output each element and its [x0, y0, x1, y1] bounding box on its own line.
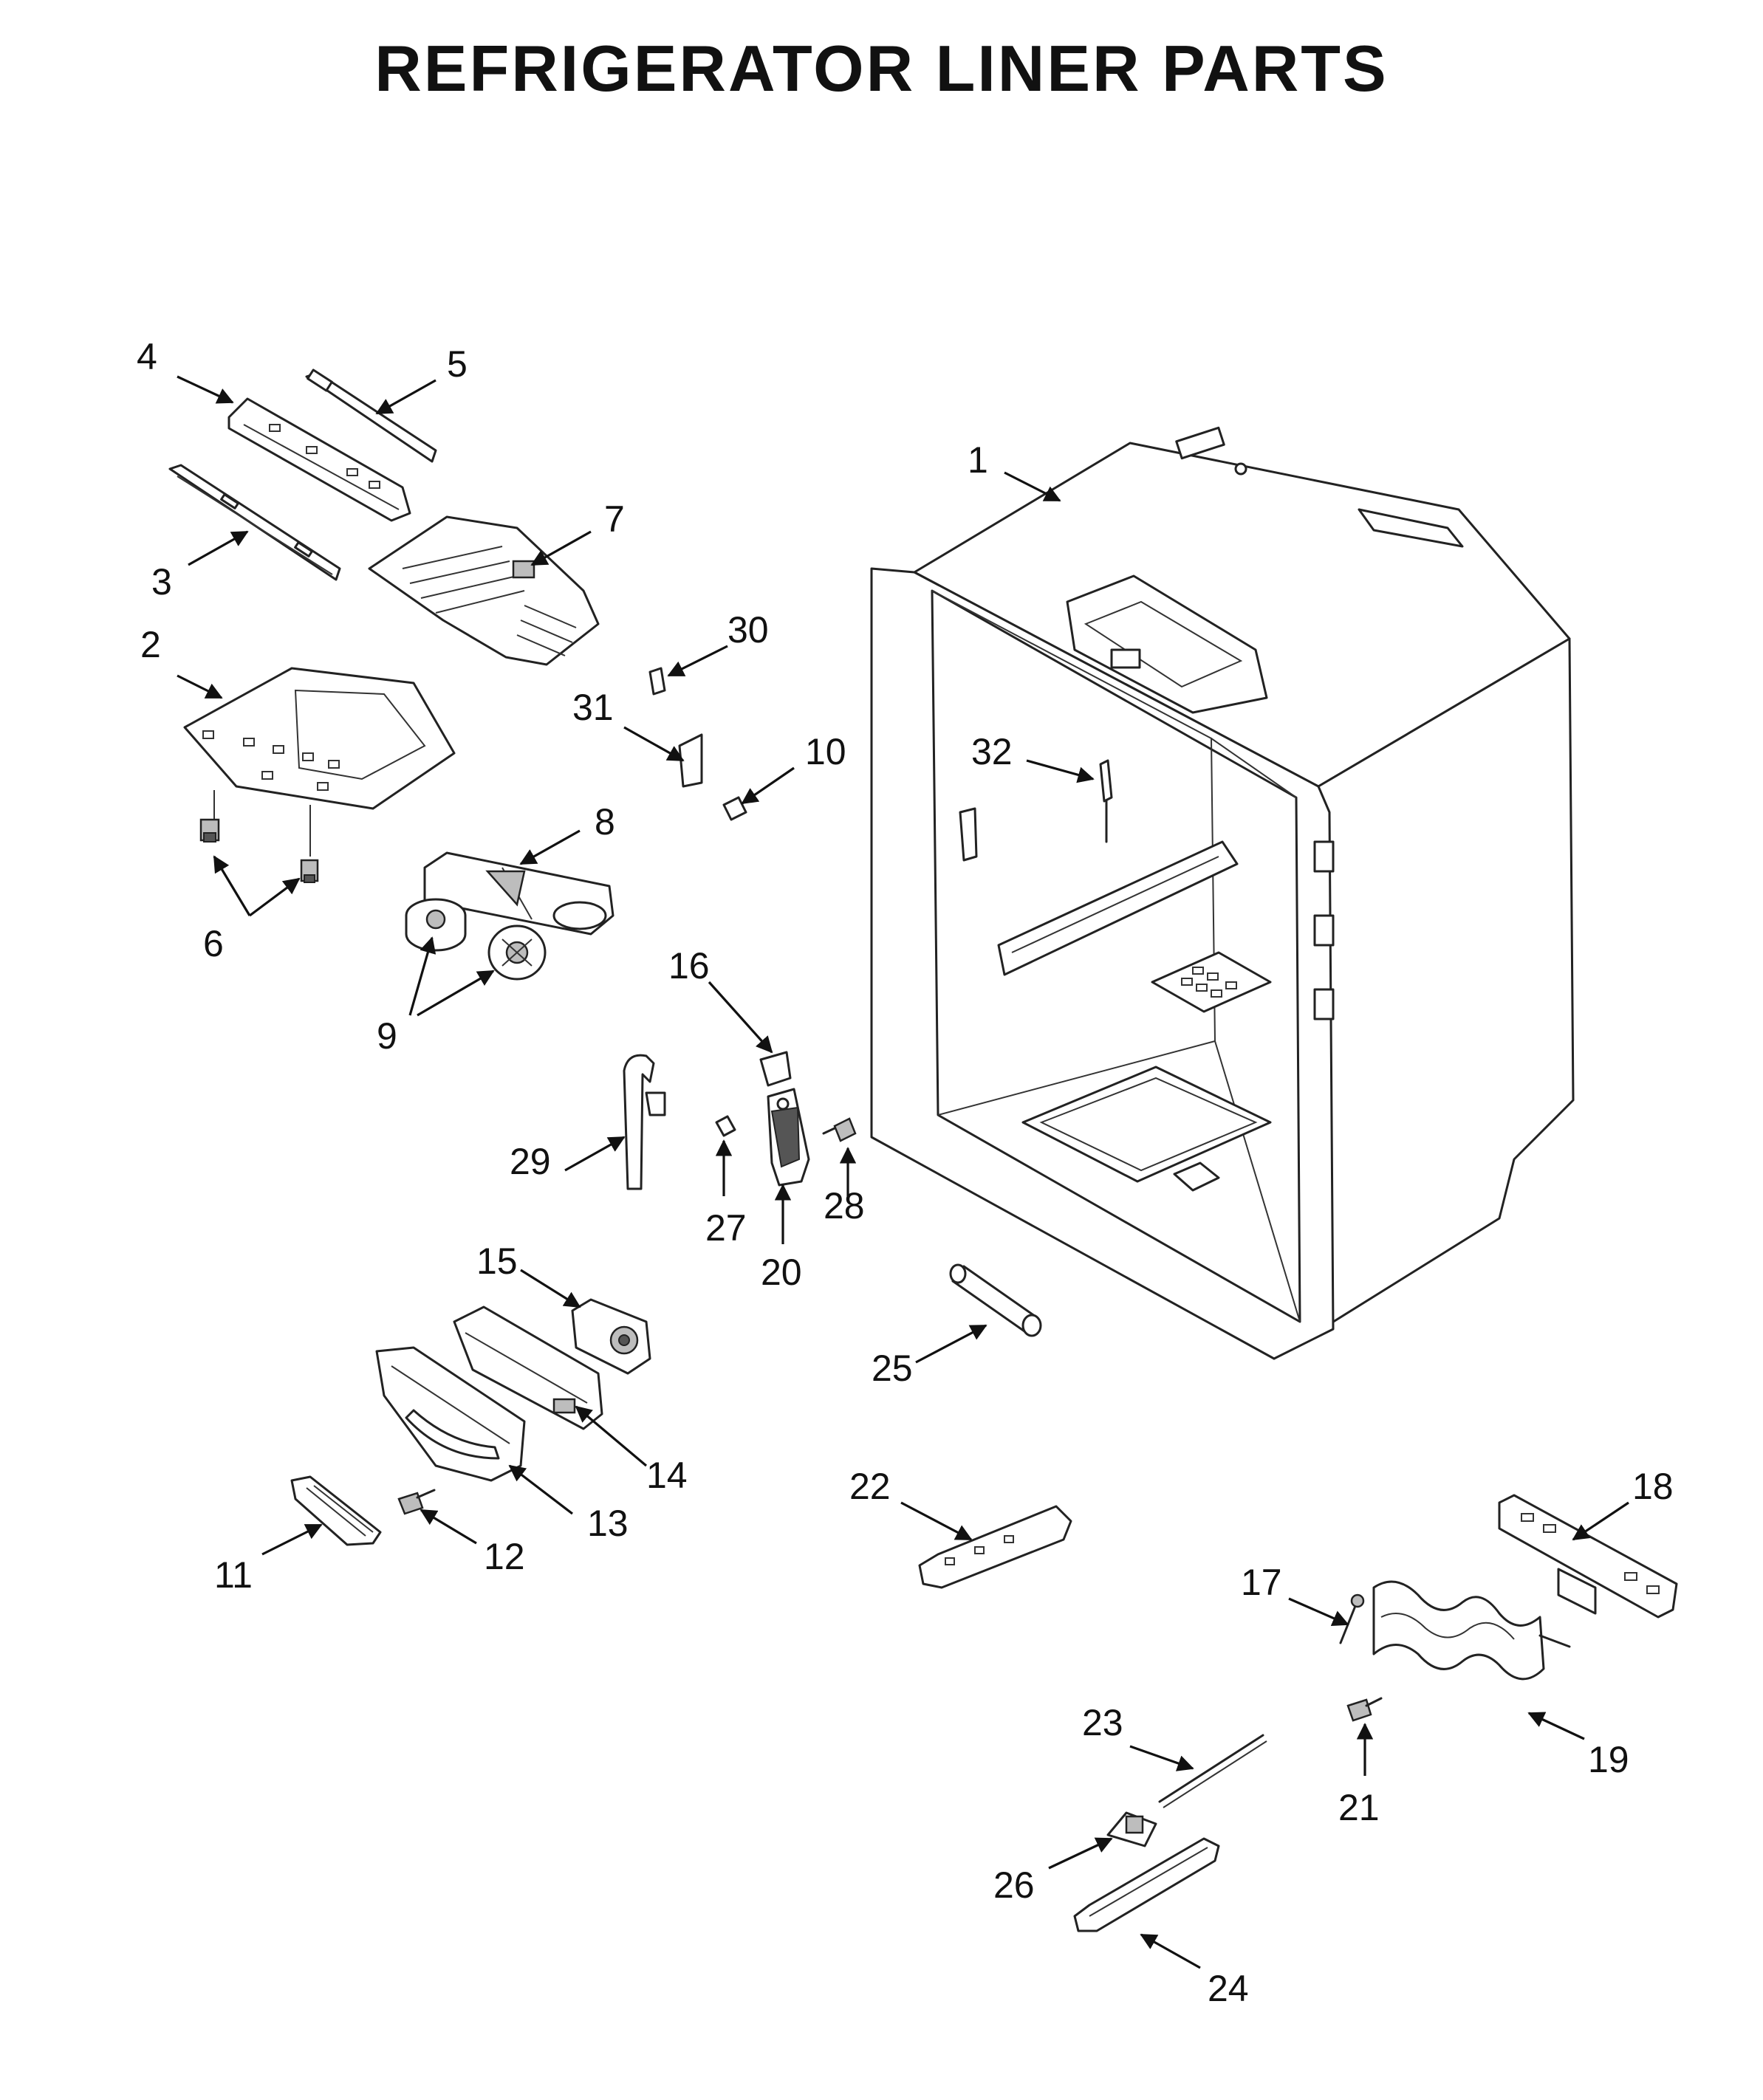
- callout-17: 17: [1241, 1562, 1282, 1603]
- callout-16: 16: [668, 945, 710, 986]
- part-16-cap[interactable]: [759, 1051, 792, 1087]
- part-7-air-duct[interactable]: [368, 515, 600, 666]
- part-2-cover[interactable]: [183, 667, 456, 857]
- part-31-bracket[interactable]: [678, 733, 703, 788]
- callout-26: 26: [993, 1864, 1035, 1906]
- part-8-damper-housing[interactable]: [423, 851, 615, 936]
- part-18-bracket[interactable]: [1498, 1494, 1678, 1619]
- leader-lines: [177, 375, 1629, 1969]
- callout-4: 4: [137, 336, 157, 377]
- callout-12: 12: [484, 1536, 525, 1577]
- page-title: REFRIGERATOR LINER PARTS: [374, 32, 1389, 105]
- callout-21: 21: [1338, 1787, 1380, 1828]
- callout-7: 7: [604, 498, 625, 540]
- callout-23: 23: [1082, 1702, 1123, 1743]
- callout-1: 1: [968, 439, 988, 481]
- callout-3: 3: [151, 561, 172, 603]
- callout-24: 24: [1208, 1968, 1249, 2009]
- callout-30: 30: [728, 609, 769, 651]
- callout-13: 13: [587, 1503, 629, 1544]
- callout-6: 6: [203, 923, 224, 964]
- callout-labels: 1 2 3 4 5 6 7 8 9 10 11 12 13 14 15 16 1…: [137, 336, 1674, 2009]
- callout-18: 18: [1632, 1466, 1674, 1507]
- part-27-clip[interactable]: [715, 1115, 736, 1137]
- part-25-tube[interactable]: [949, 1263, 1042, 1337]
- part-30-clip[interactable]: [648, 667, 666, 696]
- callout-20: 20: [761, 1252, 802, 1293]
- callout-29: 29: [510, 1141, 551, 1182]
- part-22-bracket[interactable]: [918, 1505, 1072, 1589]
- callout-2: 2: [140, 624, 161, 665]
- callout-11: 11: [214, 1554, 253, 1596]
- part-15-control-module[interactable]: [571, 1298, 651, 1375]
- part-19-coil-heater[interactable]: [1372, 1580, 1571, 1681]
- part-1-liner[interactable]: [870, 426, 1575, 1360]
- callout-10: 10: [805, 731, 846, 772]
- callout-27: 27: [705, 1207, 747, 1249]
- part-26-thermal-fuse[interactable]: [1106, 1811, 1157, 1847]
- part-32-thermistor[interactable]: [1099, 759, 1113, 843]
- part-13-bezel[interactable]: [375, 1346, 526, 1482]
- part-29-fill-tube[interactable]: [623, 1054, 666, 1190]
- part-24-cover[interactable]: [1073, 1837, 1220, 1932]
- part-4-control-housing[interactable]: [227, 397, 411, 522]
- part-17-screw[interactable]: [1339, 1593, 1365, 1644]
- part-6-clips[interactable]: [199, 818, 319, 883]
- part-23-wire[interactable]: [1158, 1734, 1267, 1808]
- callout-31: 31: [572, 687, 614, 728]
- part-11-cover-trim[interactable]: [290, 1475, 382, 1546]
- part-21-screw[interactable]: [1346, 1697, 1383, 1722]
- callout-28: 28: [824, 1185, 865, 1226]
- callout-14: 14: [646, 1455, 688, 1496]
- part-5-bracket[interactable]: [305, 368, 437, 463]
- part-14-housing[interactable]: [453, 1305, 603, 1430]
- part-12-screw[interactable]: [397, 1489, 436, 1515]
- callout-22: 22: [849, 1466, 891, 1507]
- callout-32: 32: [971, 731, 1013, 772]
- part-20-housing[interactable]: [767, 1088, 810, 1187]
- part-28-screw[interactable]: [822, 1117, 857, 1142]
- part-10-clip[interactable]: [722, 796, 747, 821]
- part-3-trim-strip[interactable]: [168, 464, 341, 581]
- callout-5: 5: [447, 343, 468, 385]
- callout-9: 9: [377, 1015, 397, 1057]
- callout-15: 15: [476, 1241, 518, 1282]
- callout-8: 8: [595, 801, 615, 843]
- callout-25: 25: [872, 1348, 913, 1389]
- callout-19: 19: [1588, 1739, 1629, 1780]
